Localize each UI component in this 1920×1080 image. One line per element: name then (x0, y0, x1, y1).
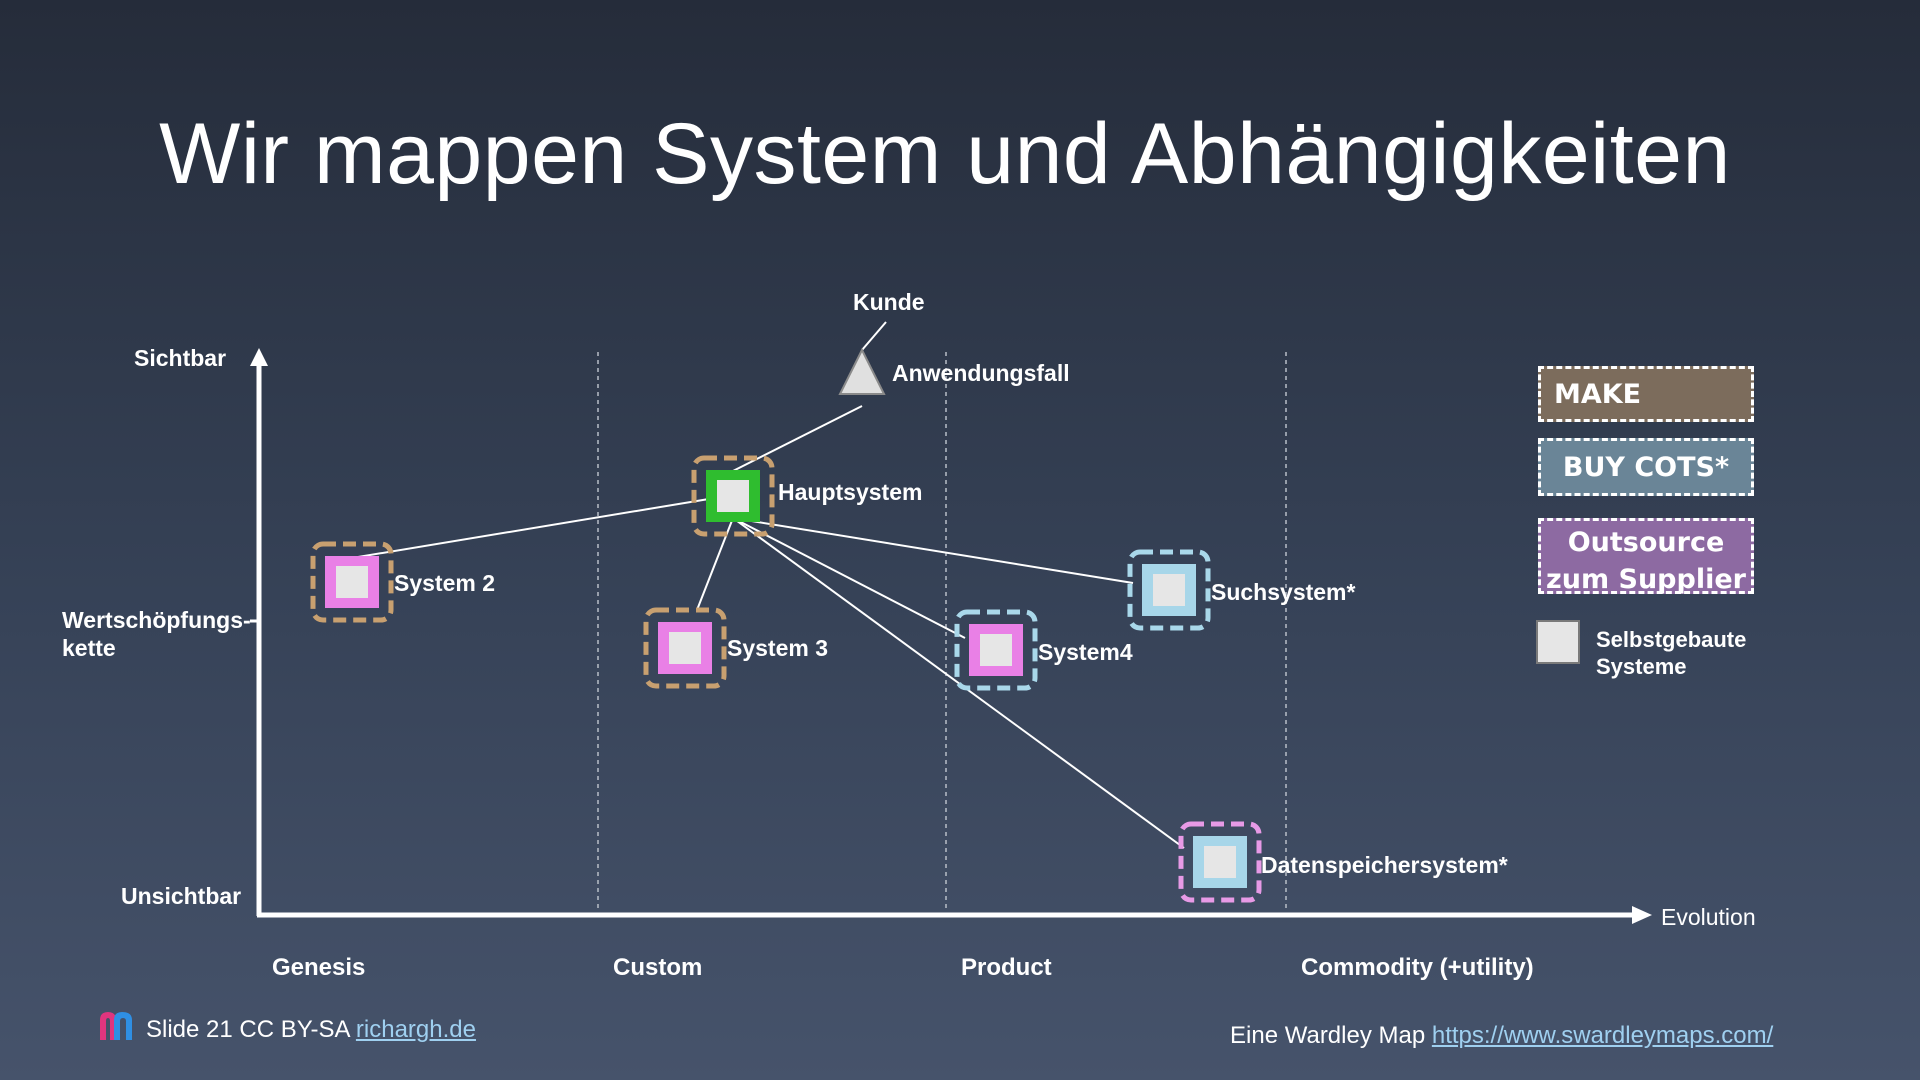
link-hauptsystem-system4 (732, 517, 966, 639)
kunde-label: Kunde (853, 289, 925, 315)
link-hauptsystem-datenspeicher (732, 517, 1185, 849)
link-anwendungsfall-hauptsystem (732, 405, 863, 472)
hauptsystem-label: Hauptsystem (778, 479, 923, 505)
y-axis-arrowhead (250, 348, 268, 366)
footer-source-text: Eine Wardley Map (1230, 1022, 1432, 1049)
y-axis-middle-label-line1: Wertschöpfungs- (62, 607, 251, 633)
legend-make-label: MAKE (1554, 379, 1642, 410)
footer-author-link[interactable]: richargh.de (355, 1016, 476, 1043)
link-hauptsystem-suchsystem (732, 517, 1134, 584)
anwendungsfall-triangle (838, 347, 886, 395)
stage-commodity: Commodity (+utility) (1301, 954, 1534, 981)
legend-buy-label: BUY COTS* (1562, 452, 1730, 483)
component-hauptsystem (691, 455, 775, 537)
legend-outsource-line2: zum Supplier (1546, 564, 1746, 595)
footer-source-link[interactable]: https://www.swardleymaps.com/ (1431, 1022, 1774, 1049)
footer-slide-text: Slide 21 CC BY-SA (146, 1016, 356, 1043)
anwendungsfall-label: Anwendungsfall (892, 360, 1070, 386)
x-axis-arrowhead (1632, 906, 1652, 924)
component-system3 (643, 607, 727, 689)
x-axis-label: Evolution (1661, 904, 1756, 930)
y-axis-bottom-label: Unsichtbar (121, 883, 242, 909)
y-axis-middle-label-line2: kette (62, 635, 116, 661)
footer-source: Eine Wardley Map https://www.swardleymap… (1230, 1022, 1773, 1050)
system3-label: System 3 (727, 635, 829, 661)
legend-outsource-line1: Outsource (1567, 527, 1725, 558)
slide-title: Wir mappen System und Abhängigkeiten (159, 106, 1731, 202)
legend-selfbuilt-label: Selbstgebaute Systeme (1596, 626, 1746, 680)
legend-make: MAKE (1538, 366, 1754, 422)
component-system4 (954, 609, 1038, 691)
system4-label: System4 (1038, 639, 1133, 665)
datenspeichersystem-label: Datenspeichersystem* (1261, 852, 1508, 878)
component-system2 (310, 541, 394, 623)
suchsystem-label: Suchsystem* (1211, 579, 1356, 605)
stage-custom: Custom (613, 954, 703, 981)
footer-slide-info: Slide 21 CC BY-SA richargh.de (146, 1016, 476, 1044)
legend-selfbuilt-swatch (1536, 620, 1580, 664)
component-suchsystem (1127, 549, 1211, 631)
y-axis-middle-label: Wertschöpfungs- kette (62, 606, 251, 662)
link-hauptsystem-system2 (351, 494, 734, 559)
richargh-logo-icon (100, 1012, 132, 1040)
link-kunde-anwendungsfall (861, 321, 887, 351)
legend-outsource: Outsource zum Supplier (1538, 518, 1754, 595)
component-datenspeichersystem (1178, 821, 1262, 903)
system2-label: System 2 (394, 570, 496, 596)
stage-product: Product (961, 954, 1052, 981)
y-axis-top-label: Sichtbar (134, 345, 227, 371)
legend-buy: BUY COTS* (1538, 438, 1754, 496)
stage-genesis: Genesis (272, 954, 366, 981)
legend-selfbuilt-line2: Systeme (1596, 654, 1687, 679)
legend-selfbuilt-line1: Selbstgebaute (1596, 627, 1747, 652)
